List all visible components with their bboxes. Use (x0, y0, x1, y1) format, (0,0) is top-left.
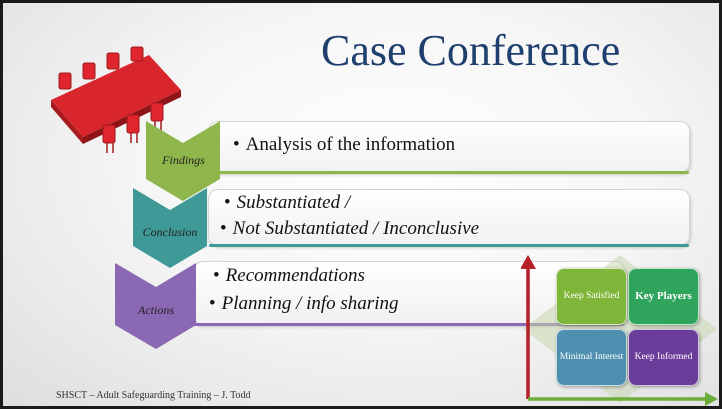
actions-chevron-icon (115, 263, 196, 349)
findings-box (208, 121, 690, 174)
actions-underline (194, 323, 624, 326)
conclusion-underline (209, 244, 689, 247)
slide: Case Conference Findings •Analysis of th… (3, 3, 719, 406)
findings-underline (209, 171, 689, 174)
findings-label: Findings (162, 153, 205, 167)
conclusion-bullet-1-text: Substantiated / (236, 192, 351, 213)
conclusion-bullet-2-text: Not Substantiated / Inconclusive (232, 218, 480, 239)
conclusion-box (208, 189, 690, 247)
findings-bullet-1: •Analysis of the information (233, 134, 456, 155)
matrix-cell-key-players: Key Players (628, 268, 699, 325)
actions-label: Actions (138, 303, 174, 317)
conference-table-icon (51, 46, 181, 153)
findings-chevron-icon (146, 121, 220, 201)
actions-bullet-1: •Recommendations (213, 265, 365, 286)
matrix-cell-keep-satisfied: Keep Satisfied (556, 268, 627, 325)
stakeholder-matrix: Keep Satisfied Key Players Minimal Inter… (521, 253, 719, 406)
findings-bullet-1-text: Analysis of the information (245, 134, 456, 155)
matrix-cell-keep-informed: Keep Informed (628, 329, 699, 386)
axis-arrows-icon (521, 255, 718, 406)
conclusion-label: Conclusion (142, 225, 198, 239)
actions-bullet-2-text: Planning / info sharing (221, 293, 399, 314)
conclusion-chevron-icon (133, 188, 207, 268)
conclusion-bullet-2: •Not Substantiated / Inconclusive (220, 218, 480, 239)
matrix-cell-minimal-interest: Minimal Interest (556, 329, 627, 386)
actions-bullet-2: •Planning / info sharing (209, 293, 399, 314)
page-title: Case Conference (321, 26, 621, 75)
actions-bullet-1-text: Recommendations (225, 265, 365, 286)
footer-text: SHSCT – Adult Safeguarding Training – J.… (56, 390, 251, 401)
conclusion-bullet-1: •Substantiated / (224, 192, 351, 213)
